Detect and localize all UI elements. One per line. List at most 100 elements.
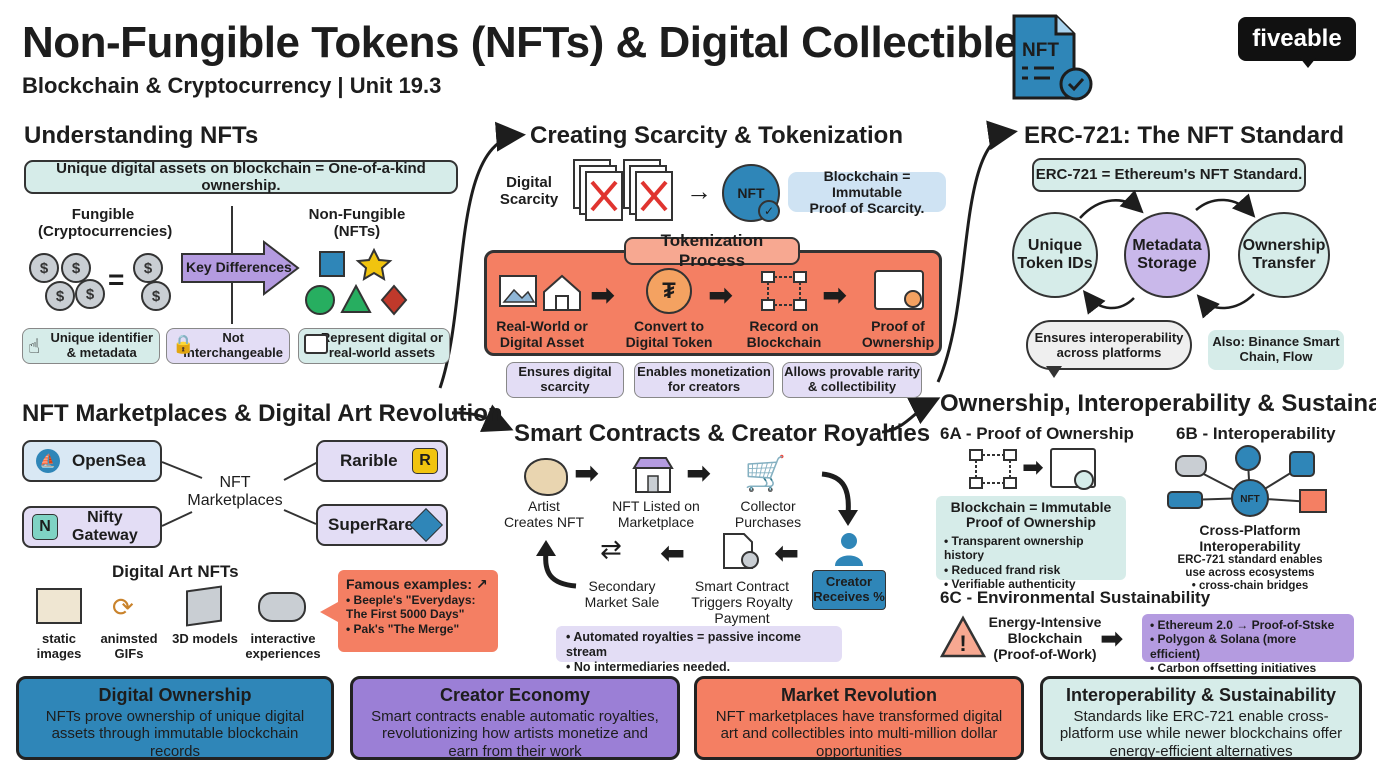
marketplace-nifty-gateway[interactable]: N Nifty Gateway: [22, 506, 162, 548]
art-type-static: static images: [36, 631, 82, 661]
erc721-node-ownership: Ownership Transfer: [1238, 212, 1330, 298]
erc721-also: Also: Binance Smart Chain, Flow: [1208, 330, 1344, 370]
ownership-6b-label: Cross-Platform Interoperability: [1199, 522, 1301, 555]
marketplace-superrare[interactable]: SuperRare: [316, 504, 448, 546]
understanding-definition: Unique digital assets on blockchain = On…: [24, 160, 458, 194]
ownership-seal-icon: [1074, 470, 1094, 490]
blockchain-icon: [760, 270, 808, 312]
bubble-tail: [1046, 366, 1062, 378]
key-differences-arrow: [180, 239, 300, 297]
summary-card-title: Digital Ownership: [98, 685, 252, 705]
process-step-4: Proof of Ownership: [861, 318, 935, 351]
svg-text:$: $: [86, 286, 95, 303]
page-subtitle: Blockchain & Cryptocurrency | Unit 19.3: [22, 73, 442, 98]
trend-up-icon: ↗: [475, 576, 488, 592]
feature-not-interchangeable: Not interchangeable: [166, 328, 290, 364]
famous-title: Famous examples:: [346, 576, 473, 592]
understanding-title: Understanding NFTs: [24, 122, 259, 149]
ownership-6c-panel: Ethereum 2.0 → Proof-of-Stske Polygon & …: [1142, 614, 1354, 675]
interoperability-network: NFT: [1167, 445, 1327, 517]
ownership-6b-title: 6B - Interoperability: [1176, 424, 1336, 443]
cart-icon: 🛒: [744, 455, 787, 493]
famous-box-pointer: [320, 602, 338, 622]
summary-market-revolution: Market Revolution NFT marketplaces have …: [694, 676, 1024, 760]
process-step-1: Real-World or Digital Asset: [496, 318, 588, 351]
fingerprint-icon: ☝: [28, 336, 41, 358]
opensea-icon: ⛵: [36, 449, 60, 473]
digital-scarcity-label: Digital Scarcity: [499, 174, 559, 209]
sustainability-bullet: Polygon & Solana (more efficient): [1150, 632, 1346, 661]
process-arrow-2: ➡: [708, 279, 734, 312]
ownership-6a-box: Blockchain = Immutable Proof of Ownershi…: [950, 499, 1112, 531]
sustainability-bullet: Carbon offsetting initiatives: [1150, 661, 1346, 675]
contract-step-listed: NFT Listed on Marketplace: [612, 498, 700, 531]
erc721-node-metadata: Metadata Storage: [1124, 212, 1210, 298]
ownership-6c-label: Energy-Intensive Blockchain (Proof-of-Wo…: [988, 614, 1102, 663]
svg-text:$: $: [72, 260, 81, 277]
marketplace-opensea[interactable]: ⛵ OpenSea: [22, 440, 162, 482]
contract-arrow-1: ➡: [574, 457, 600, 490]
erc721-node-token-ids: Unique Token IDs: [1012, 212, 1098, 298]
erc721-title: ERC-721: The NFT Standard: [1024, 122, 1345, 149]
benefit-rarity: Allows provable rarity & collectibility: [782, 362, 922, 398]
scarcity-title: Creating Scarcity & Tokenization: [530, 122, 903, 149]
ownership-6b-text: ERC-721 standard enables use across ecos…: [1177, 554, 1323, 593]
contract-arrow-4: ⬅: [774, 537, 800, 570]
coins-icon: $$$$: [26, 250, 106, 314]
process-arrow-1: ➡: [590, 279, 616, 312]
gems-icon: [302, 246, 412, 318]
palette-icon: [524, 458, 568, 496]
coins-pair-icon: $$: [128, 250, 176, 314]
summary-interoperability: Interoperability & Sustainability Standa…: [1040, 676, 1362, 760]
benefit-scarcity: Ensures digital scarcity: [506, 362, 624, 398]
rarible-icon: R: [412, 448, 438, 474]
lock-icon: 🔒: [172, 334, 195, 354]
documents-crossed-icon: [572, 158, 678, 224]
process-step-2: Convert to Digital Token: [625, 318, 713, 351]
contract-doc-icon: [722, 532, 760, 570]
svg-text:$: $: [144, 260, 153, 277]
image-frame-icon: [36, 588, 82, 624]
art-type-3d: 3D models: [172, 631, 238, 646]
contract-step-artist: Artist Creates NFT: [503, 498, 585, 531]
erc721-definition: ERC-721 = Ethereum's NFT Standard.: [1032, 158, 1306, 192]
contract-arrow-curve: [820, 470, 864, 530]
nonfungible-label: Non-Fungible (NFTs): [308, 206, 406, 241]
sustainability-bullet: Ethereum 2.0 → Proof-of-Stske: [1150, 618, 1346, 632]
contract-note: No intermediaries needed.: [566, 660, 832, 675]
contract-step-secondary: Secondary Market Sale: [584, 578, 660, 611]
ownership-title: Ownership, Interoperability & Sustainabi…: [940, 390, 1376, 417]
contract-arrow-2: ➡: [686, 457, 712, 490]
process-arrow-3: ➡: [822, 279, 848, 312]
summary-digital-ownership: Digital Ownership NFTs prove ownership o…: [16, 676, 334, 760]
sustainability-arrow: ➡: [1100, 623, 1124, 654]
3d-cube-icon: [186, 585, 222, 627]
svg-text:$: $: [152, 288, 161, 305]
marketplace-rarible[interactable]: Rarible R: [316, 440, 448, 482]
ownership-blockchain-icon: [968, 448, 1018, 490]
brand-logo-tail: [1300, 58, 1316, 68]
ownership-bullet: Transparent ownership history: [944, 534, 1118, 563]
brand-text: fiveable: [1252, 25, 1342, 52]
certificate-icon: [304, 334, 328, 354]
art-type-interactive: interactive experiences: [245, 631, 321, 661]
creator-icon: [834, 532, 864, 566]
scarcity-proof: Blockchain = Immutable Proof of Scarcity…: [788, 168, 946, 216]
summary-card-text: NFTs prove ownership of unique digital a…: [45, 708, 305, 760]
contract-step-royalty: Smart Contract Triggers Royalty Payment: [691, 578, 793, 627]
tokenization-process-title: Tokenization Process: [624, 231, 800, 270]
page-title: Non-Fungible Tokens (NFTs) & Digital Col…: [22, 18, 1043, 67]
famous-example: Pak's "The Merge": [346, 622, 490, 636]
contract-step-collector: Collector Purchases: [734, 498, 802, 531]
certificate-seal-mark: [904, 290, 922, 308]
badge-check-icon: ✓: [758, 200, 780, 222]
svg-text:$: $: [40, 260, 49, 277]
summary-card-title: Interoperability & Sustainability: [1065, 685, 1337, 705]
art-type-gifs: animsted GIFs: [100, 631, 158, 661]
summary-card-text: Standards like ERC-721 enable cross- pla…: [1059, 708, 1343, 760]
contract-step-creator: Creator Receives %: [812, 570, 886, 610]
nifty-icon: N: [32, 514, 58, 540]
ownership-bullet: Verifiable authenticity: [944, 577, 1118, 591]
token-coin-icon: ₮: [646, 268, 692, 314]
